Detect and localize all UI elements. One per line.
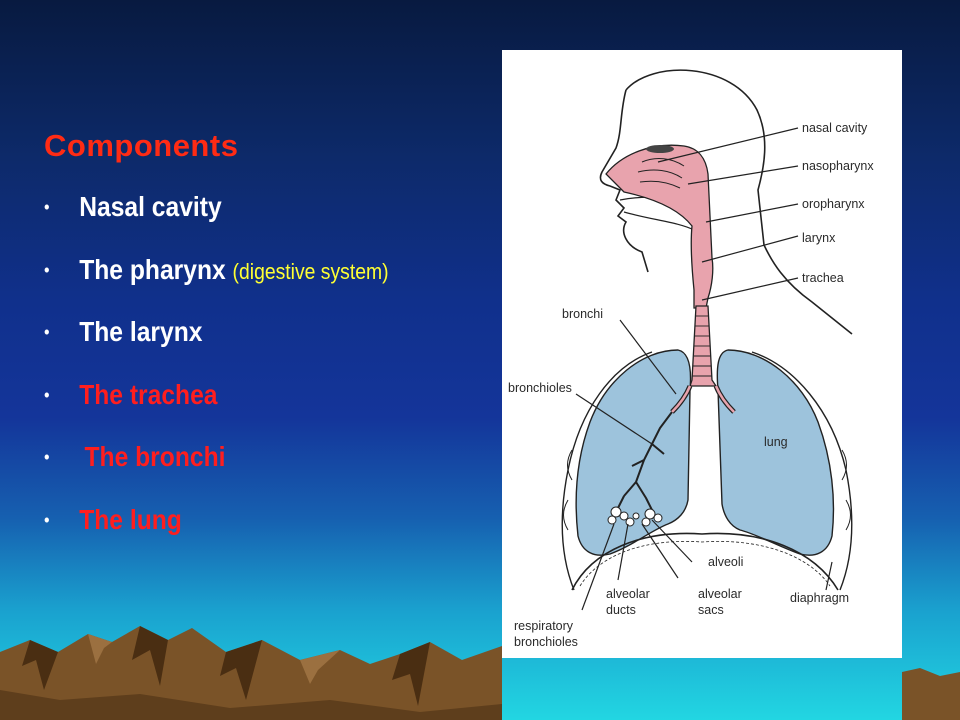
label-bronchioles: bronchioles	[508, 381, 572, 395]
bullet-icon: •	[44, 197, 50, 217]
leader-lines	[575, 127, 833, 611]
rib-marks	[563, 449, 851, 531]
label-alveolar-sacs-1: alveolar	[698, 587, 742, 601]
label-nasal-cavity: nasal cavity	[802, 121, 868, 135]
list-item-text: The lung	[79, 503, 182, 535]
label-alveolar-ducts-1: alveolar	[606, 587, 650, 601]
list-item-text-wrap: The pharynx (digestive system)	[79, 248, 388, 294]
label-alveolar-ducts-2: ducts	[606, 603, 636, 617]
label-bronchi: bronchi	[562, 307, 603, 321]
bullet-icon: •	[44, 509, 50, 530]
components-heading: Components	[44, 128, 239, 163]
face-outline	[599, 89, 649, 273]
list-item-text: The pharynx	[79, 253, 226, 285]
label-lung: lung	[764, 435, 788, 449]
label-diaphragm: diaphragm	[790, 591, 849, 605]
head-outline	[625, 69, 853, 335]
bullet-icon: •	[44, 259, 50, 280]
diaphragm	[571, 532, 839, 591]
bullet-icon: •	[44, 384, 50, 405]
list-item-text: The trachea	[79, 378, 218, 410]
nasal-airway	[605, 144, 714, 309]
bullet-icon: •	[44, 447, 50, 467]
label-respiratory-bronchioles-1: respiratory	[514, 619, 574, 633]
label-nasopharynx: nasopharynx	[802, 159, 874, 173]
bullet-icon: •	[44, 322, 50, 342]
diaphragm-inner	[579, 541, 831, 587]
label-larynx: larynx	[802, 231, 836, 245]
bronchi-inner	[671, 385, 735, 413]
label-respiratory-bronchioles-2: bronchioles	[514, 635, 578, 649]
list-item-text: Nasal cavity	[79, 191, 222, 222]
label-alveolar-sacs-2: sacs	[698, 603, 724, 617]
list-item-text: The bronchi	[84, 441, 226, 472]
nasal-cavity-top	[646, 145, 674, 153]
diagram-canvas: nasal cavity nasopharynx oropharynx lary…	[508, 69, 874, 649]
respiratory-system-diagram: nasal cavity nasopharynx oropharynx lary…	[502, 50, 902, 658]
trachea-rings	[692, 315, 712, 377]
list-item-aside: (digestive system)	[232, 258, 389, 284]
right-lung	[716, 349, 835, 556]
label-oropharynx: oropharynx	[802, 197, 865, 211]
list-item-text: The larynx	[79, 316, 203, 347]
left-lung	[575, 349, 692, 556]
label-trachea: trachea	[802, 271, 844, 285]
alveolar-sacs-cluster	[607, 506, 663, 527]
label-alveoli: alveoli	[708, 555, 743, 569]
nasal-turbinates	[637, 158, 685, 189]
